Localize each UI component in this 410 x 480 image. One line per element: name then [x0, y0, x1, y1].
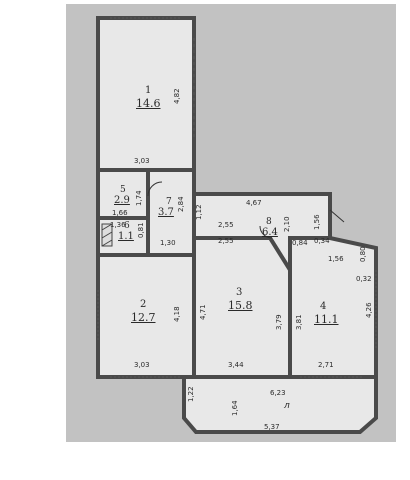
dim-r3-width: 3,44 [228, 361, 244, 369]
room-3-area: 15.8 [228, 299, 253, 312]
room-6-number: 6 [124, 221, 130, 231]
dim-r7-width: 1,30 [160, 239, 176, 247]
room-2-outline [96, 253, 196, 379]
dim-hall-height: 2,10 [283, 216, 291, 232]
dim-door-gap: 0,34 [314, 237, 330, 245]
dim-r1-width: 3,03 [134, 157, 150, 165]
room-5-number: 5 [120, 185, 126, 195]
dim-r2-width: 3,03 [134, 361, 150, 369]
dim-r5-width: 1,66 [112, 209, 128, 217]
room-8-area: 6.4 [262, 227, 278, 238]
room-7-area: 3.7 [158, 207, 174, 218]
dim-r6-width: 1,36 [110, 221, 126, 229]
room-3-number: 3 [236, 287, 243, 298]
room-4-number: 4 [320, 301, 327, 312]
dim-door-width: 0,84 [292, 239, 308, 247]
dim-r1-height: 4,82 [173, 88, 181, 104]
room-6-area: 1.1 [118, 231, 134, 242]
room-5-outline [96, 168, 150, 220]
dim-r5-height: 1,74 [135, 190, 143, 206]
room-5-area: 2.9 [114, 195, 130, 206]
dim-r4-notch-a: 0,80 [359, 246, 367, 262]
dim-hall-bottom: 2,55 [218, 237, 234, 245]
dim-r4-right: 4,26 [365, 302, 373, 318]
room-1-outline [96, 16, 196, 172]
dim-balcony-top: 6,23 [270, 389, 286, 397]
dim-r3-left: 4,71 [199, 304, 207, 320]
room-1-area: 14.6 [136, 97, 161, 110]
room-8-number: 8 [266, 217, 272, 227]
dim-hall-top: 4,67 [246, 199, 262, 207]
dim-r4-notch-b: 0,32 [356, 275, 372, 283]
dim-r3-right: 3,79 [275, 314, 283, 330]
wall-outlines [96, 16, 378, 434]
dim-balcony-h1: 1,22 [187, 386, 195, 402]
dim-r4-notch-width: 1,56 [328, 255, 344, 263]
dim-balcony-bottom: 5,37 [264, 423, 280, 431]
dim-hall-right: 1,56 [313, 214, 321, 230]
room-7-outline [146, 168, 196, 257]
window-marks [97, 17, 377, 378]
room-4-area: 11.1 [314, 313, 339, 326]
dim-hall-left: 1,12 [195, 204, 203, 220]
dim-r4-left: 3,81 [295, 314, 303, 330]
dim-hall-width: 2,55 [218, 221, 234, 229]
dim-balcony-h2: 1,64 [231, 400, 239, 416]
room-1-number: 1 [145, 85, 152, 96]
dim-r6-height: 0,81 [137, 222, 145, 238]
room-2-area: 12.7 [131, 311, 156, 324]
balcony-label: л [284, 401, 290, 411]
dim-r7-height: 2,84 [177, 196, 185, 212]
room-2-number: 2 [140, 299, 147, 310]
shaft-hatch [101, 223, 113, 247]
balcony-outline [182, 375, 378, 434]
door-swings [147, 181, 345, 239]
dim-r2-height: 4,18 [173, 306, 181, 322]
room-7-number: 7 [166, 197, 172, 207]
dim-r4-width: 2,71 [318, 361, 334, 369]
